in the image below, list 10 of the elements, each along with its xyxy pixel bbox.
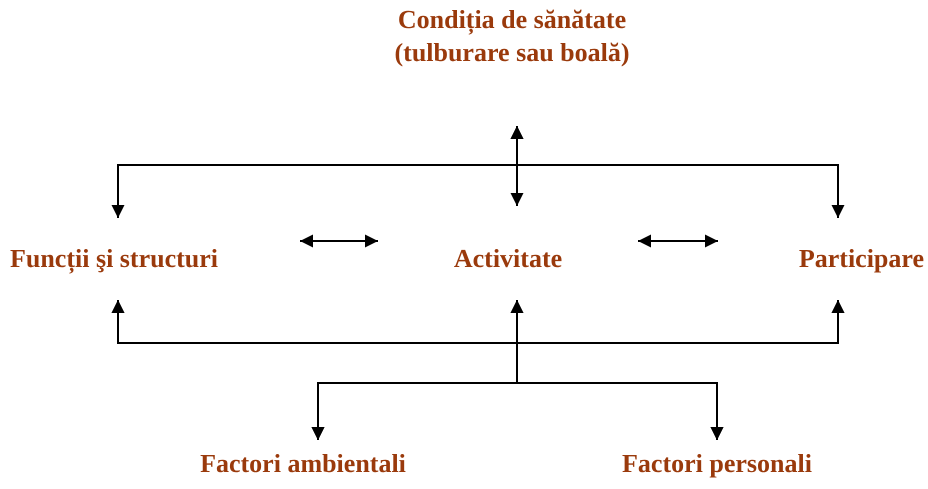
node-label: Condiția de sănătate (tulburare sau boală) <box>394 4 630 68</box>
node-label: Participare <box>798 242 924 275</box>
arrow <box>638 234 718 248</box>
arrow <box>516 300 844 440</box>
node-label: Factori personali <box>621 448 813 480</box>
arrow <box>510 126 844 218</box>
node-label: Activitate <box>452 242 564 275</box>
arrow <box>300 234 378 248</box>
node-label: Factori ambientali <box>199 448 407 480</box>
node-label: Funcții şi structuri <box>10 242 219 276</box>
